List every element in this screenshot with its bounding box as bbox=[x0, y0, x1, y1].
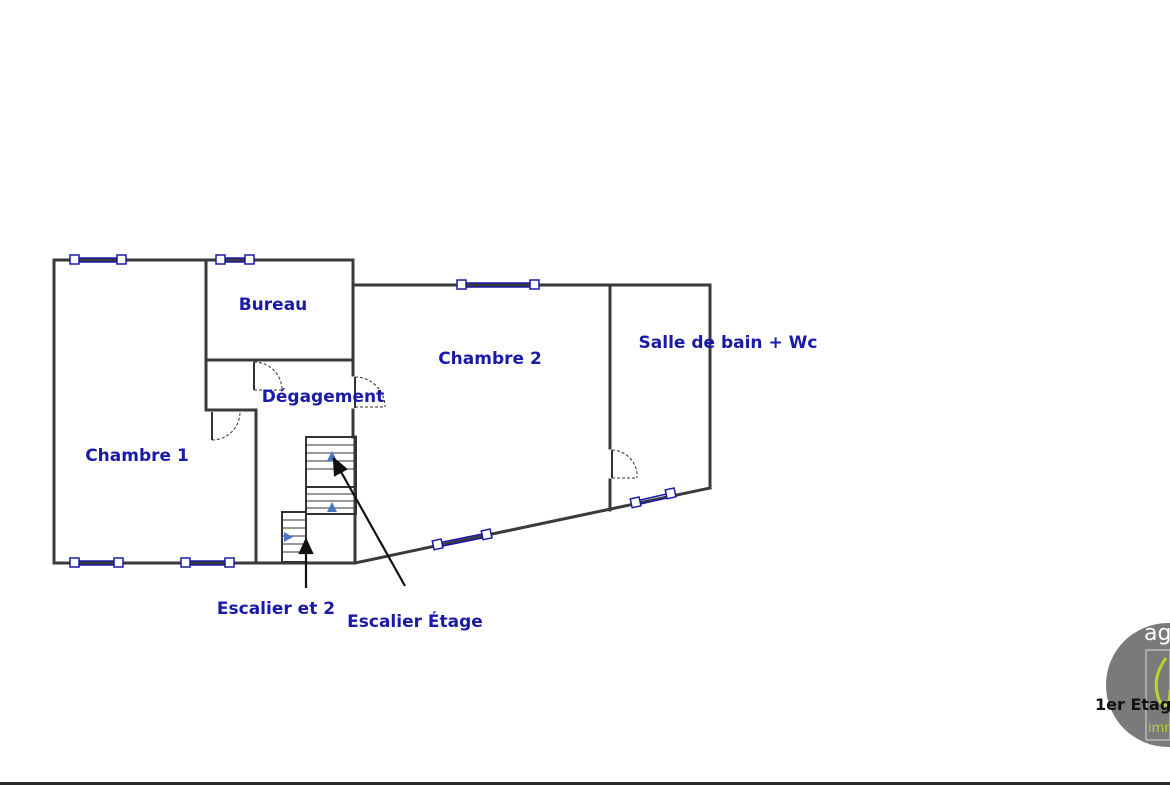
room-label-degagement: Dégagement bbox=[262, 387, 384, 407]
room-label-bureau: Bureau bbox=[239, 295, 308, 315]
room-label-chambre1: Chambre 1 bbox=[85, 446, 189, 466]
stairs-etage bbox=[305, 436, 357, 515]
window-bottom-sdb bbox=[629, 487, 677, 509]
caption-escalier-et-2: Escalier et 2 bbox=[217, 599, 335, 619]
arrows bbox=[298, 456, 406, 588]
agency-logo-icon: ag imm bbox=[1106, 621, 1170, 747]
door-bureau bbox=[253, 361, 283, 391]
room-label-chambre2: Chambre 2 bbox=[438, 349, 542, 369]
arrow-escalier-etage bbox=[339, 469, 406, 587]
window-bottom-chambre1-left bbox=[69, 557, 124, 568]
window-top-chambre1 bbox=[69, 254, 127, 265]
door-chambre2 bbox=[354, 376, 386, 408]
room-label-salle-de-bain: Salle de bain + Wc bbox=[639, 333, 818, 353]
door-chambre1 bbox=[211, 411, 241, 441]
logo-top-text: ag bbox=[1144, 621, 1170, 646]
walls bbox=[52, 258, 712, 565]
window-bottom-chambre1-right bbox=[180, 557, 235, 568]
window-top-bureau bbox=[215, 254, 255, 265]
logo-bottom-text: imm bbox=[1148, 721, 1170, 736]
doors bbox=[211, 361, 638, 479]
floor-label: 1er Etage bbox=[1095, 695, 1170, 714]
windows bbox=[69, 254, 677, 568]
stair-marker-right bbox=[284, 532, 293, 542]
caption-escalier-etage: Escalier Étage bbox=[347, 610, 483, 632]
window-top-chambre2 bbox=[456, 279, 540, 290]
door-sdb bbox=[611, 449, 638, 479]
stair-marker-up-2 bbox=[327, 502, 337, 512]
window-bottom-chambre2 bbox=[431, 528, 493, 551]
bottom-divider bbox=[0, 782, 1170, 785]
